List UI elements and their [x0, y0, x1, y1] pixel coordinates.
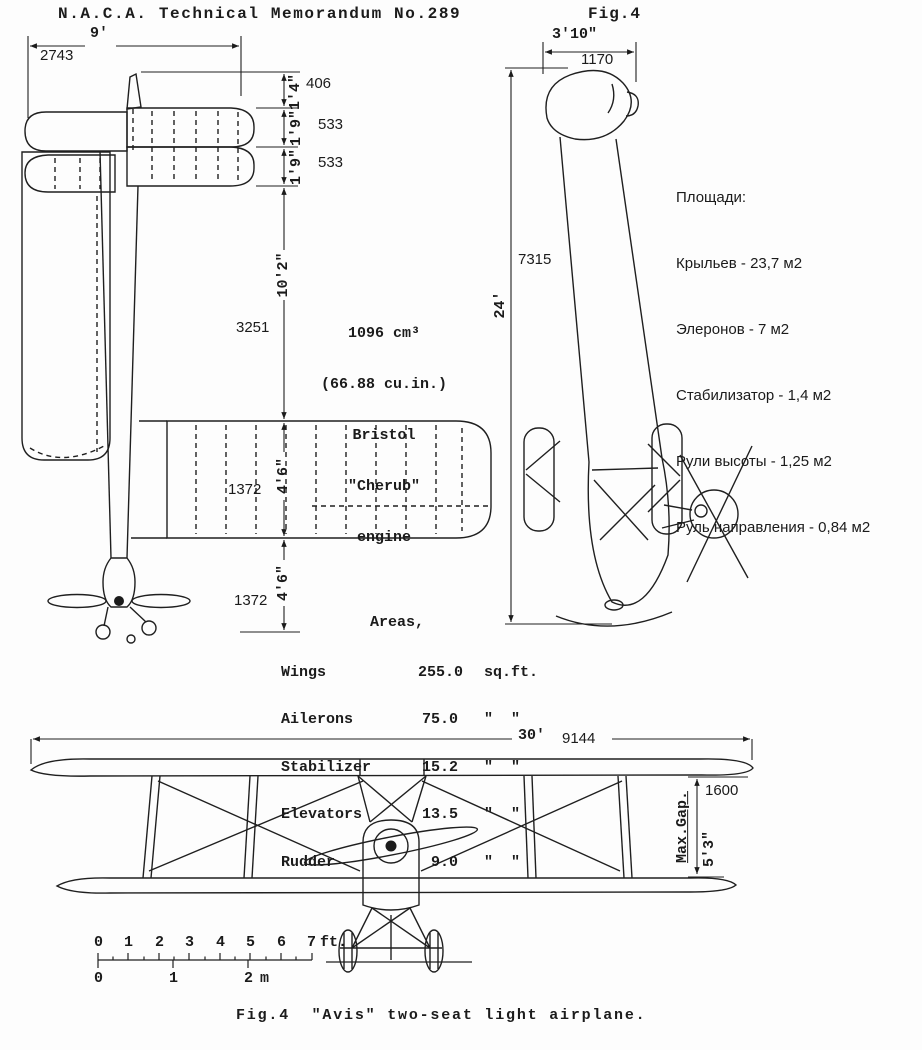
dim-gap-mm: 1600: [705, 782, 739, 799]
area-name: Wings: [281, 663, 327, 681]
dim-gap-label: Max.Gap.: [674, 790, 692, 864]
ru-areas-rudder: Руль направления - 0,84 м2: [676, 519, 871, 536]
side-view-drawing: [523, 69, 753, 627]
scale-m-1: 1: [169, 970, 179, 987]
dim-midbody-ft: 10'2": [275, 252, 293, 298]
dim-chord-mm: 1372: [228, 481, 262, 498]
area-value: 9.0: [430, 853, 458, 871]
dim-midbody-mm: 3251: [236, 319, 270, 336]
ru-areas-ailerons: Элеронов - 7 м2: [676, 321, 790, 338]
engine-displacement-cc: 1096 cm³: [347, 325, 420, 342]
ru-areas-stabilizer: Стабилизатор - 1,4 м2: [676, 387, 832, 404]
scale-ft-7: 7: [307, 934, 317, 951]
scale-ft-1: 1: [124, 934, 134, 951]
area-value: 13.5: [421, 806, 458, 823]
scale-m-0: 0: [94, 970, 104, 987]
engine-word: engine: [356, 529, 411, 546]
scale-ft-6: 6: [277, 934, 287, 951]
dim-nose-mm: 1372: [234, 592, 268, 609]
page-title: N.A.C.A. Technical Memorandum No.289: [58, 5, 462, 23]
dim-fin-mm: 406: [306, 75, 332, 92]
ru-areas-wings: Крыльев - 23,7 м2: [676, 255, 803, 272]
dim-tail-width-ft: 3'10": [552, 26, 598, 43]
areas-row-elevators: Elevators 13.5 " ": [281, 807, 538, 823]
scale-ft-3: 3: [185, 934, 195, 951]
dim-chord-ft: 4'6": [275, 457, 293, 495]
dim-wingspan-mm: 9144: [562, 730, 596, 747]
engine-model: "Cherub": [347, 478, 420, 495]
area-unit: " ": [484, 711, 521, 728]
figure-label: Fig.4: [588, 5, 642, 23]
scale-m-2: 2: [244, 970, 254, 987]
dim-stabilizer-ft: 1'9": [288, 109, 306, 147]
dim-stabilizer-mm: 533: [318, 116, 344, 133]
dim-elevator-mm: 533: [318, 154, 344, 171]
plan-dimension-lines: [27, 36, 300, 633]
dim-gap-ft: 5'3": [701, 830, 719, 868]
areas-row-wings: Wings 255.0 sq.ft.: [281, 663, 539, 681]
areas-russian-note: Площади: Крыльев - 23,7 м2 Элеронов - 7 …: [676, 143, 870, 583]
area-name: Stabilizer: [281, 758, 372, 776]
area-unit: " ": [484, 758, 521, 776]
areas-row-stabilizer: Stabilizer 15.2 " ": [281, 758, 538, 776]
figure-caption: Fig.4 "Avis" two-seat light airplane.: [236, 1007, 647, 1024]
scale-ft-unit: ft.: [320, 934, 348, 951]
area-unit: " ": [484, 806, 521, 823]
engine-note: 1096 cm³ (66.88 cu.in.) Bristol "Cherub"…: [302, 291, 466, 580]
plan-view-drawing: [21, 72, 492, 644]
areas-row-ailerons: Ailerons 75.0 " ": [281, 712, 538, 728]
area-name: Elevators: [281, 806, 363, 823]
ru-areas-title: Площади:: [676, 189, 747, 206]
area-unit: sq.ft.: [484, 663, 539, 681]
side-dimension-lines: [505, 42, 637, 625]
ru-areas-elevators: Рули высоты - 1,25 м2: [676, 453, 832, 470]
dim-elevator-ft: 1'9": [288, 148, 306, 186]
front-view-drawing: [29, 758, 754, 973]
area-name: Rudder: [281, 853, 336, 871]
area-value: 15.2: [421, 758, 458, 776]
dim-length-mm: 7315: [518, 251, 552, 268]
scale-ft-2: 2: [155, 934, 165, 951]
engine-displacement-cuin: (66.88 cu.in.): [320, 376, 448, 393]
areas-table-title: Areas,: [370, 614, 425, 631]
dim-tail-width-mm: 1170: [581, 51, 614, 68]
area-value: 255.0: [418, 663, 464, 681]
dim-nose-ft: 4'6": [275, 564, 293, 602]
scale-ft-5: 5: [246, 934, 256, 951]
dim-fin-ft: 1'4": [287, 73, 305, 111]
area-unit: " ": [484, 853, 521, 871]
dim-length-ft: 24': [492, 291, 510, 319]
areas-row-rudder: Rudder 9.0 " ": [281, 853, 538, 871]
dim-tail-span-ft: 9': [90, 25, 109, 42]
scale-ft-0: 0: [94, 934, 104, 951]
front-dimension-lines: [30, 736, 753, 878]
scale-m-unit: m: [260, 970, 270, 987]
scale-ft-4: 4: [216, 934, 226, 951]
dim-tail-span-mm: 2743: [40, 47, 74, 64]
area-name: Ailerons: [281, 711, 354, 728]
dim-wingspan-ft: 30': [518, 727, 546, 744]
engine-make: Bristol: [352, 427, 416, 444]
scale-bar-drawing: [97, 953, 472, 968]
area-value: 75.0: [421, 711, 458, 728]
areas-table: Wings 255.0 sq.ft. Ailerons 75.0 " " Sta…: [281, 633, 538, 902]
